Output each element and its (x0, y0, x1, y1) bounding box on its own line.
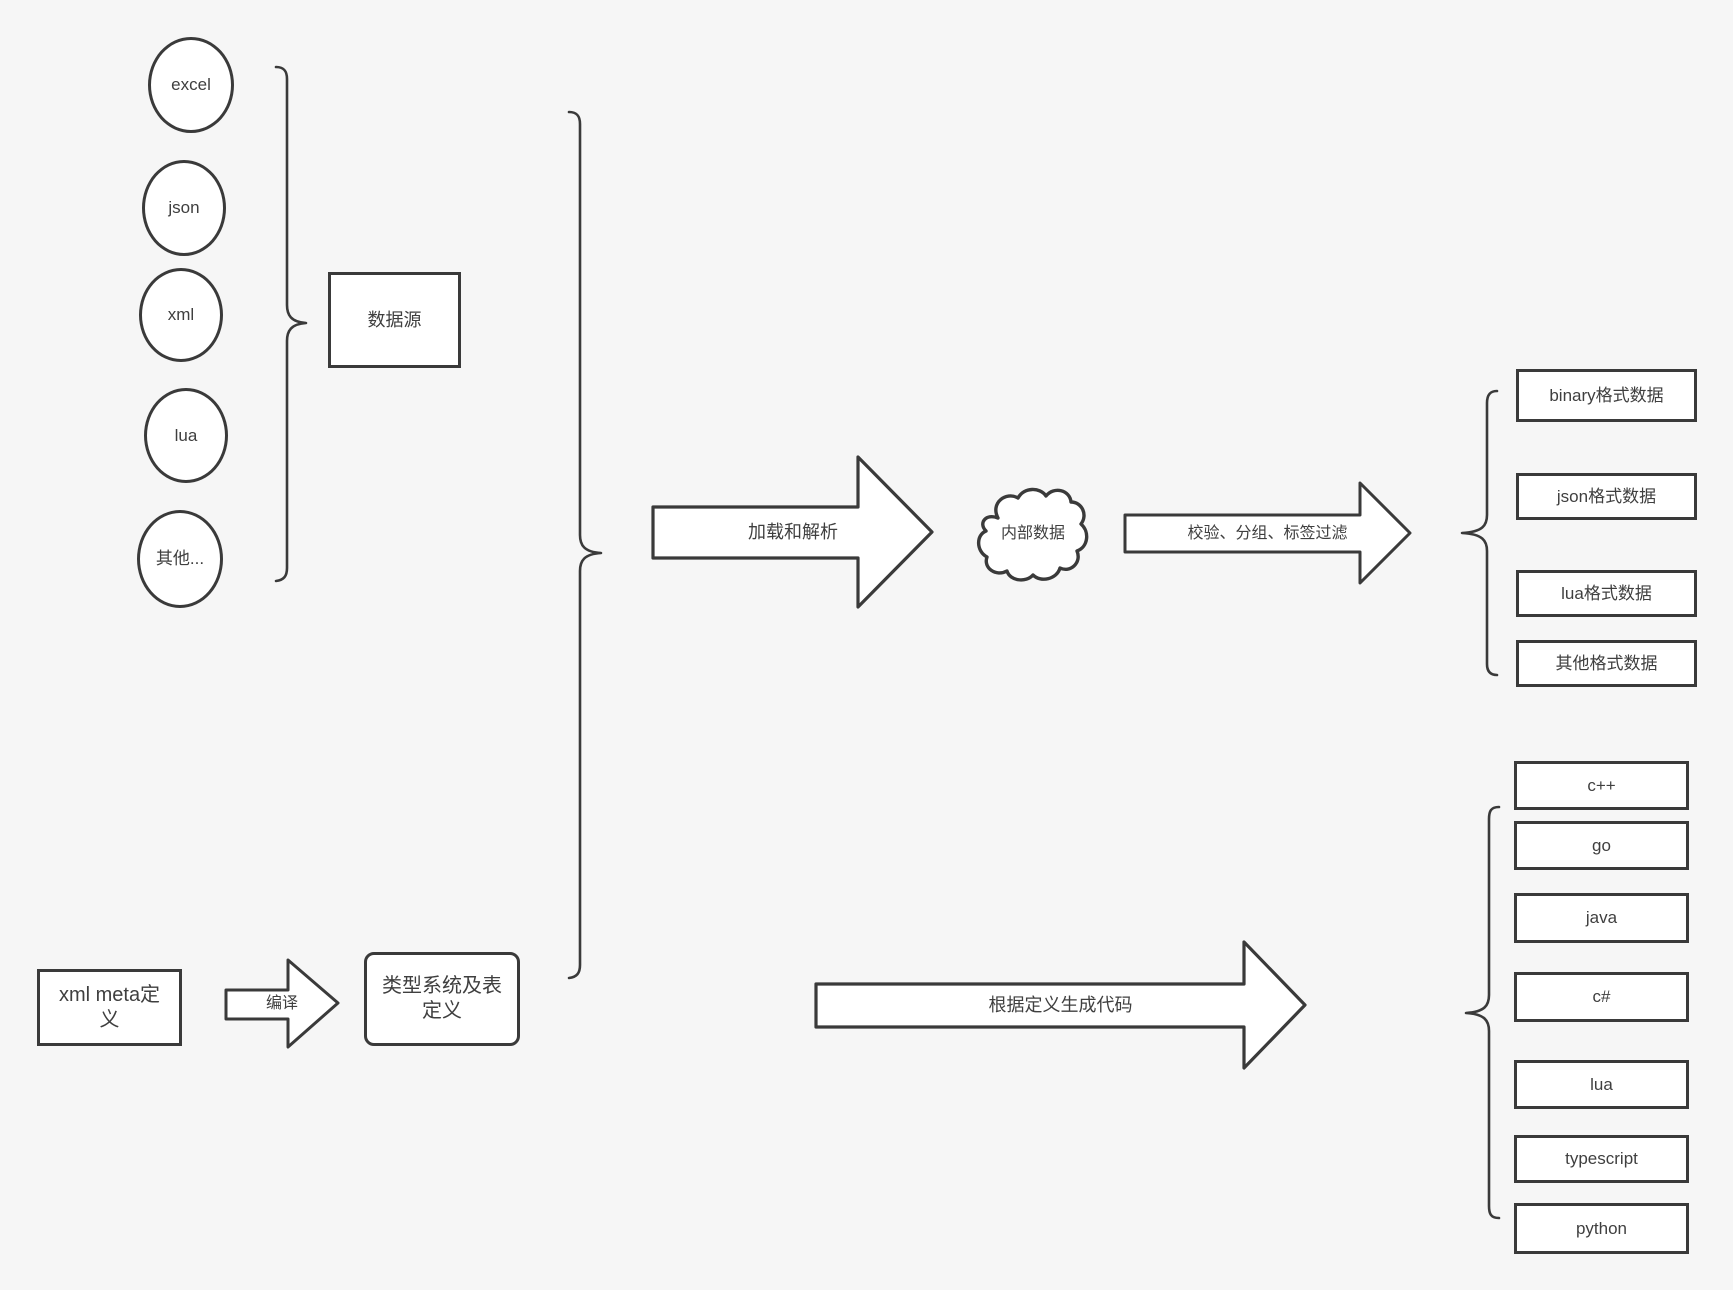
format-box-json: json格式数据 (1516, 473, 1697, 520)
language-box-csharp: c# (1514, 972, 1689, 1022)
source-node-excel: excel (148, 37, 234, 133)
data-source-box: 数据源 (328, 272, 461, 368)
compile-arrow (224, 958, 340, 1049)
language-box-typescript: typescript (1514, 1135, 1689, 1183)
language-box-lua: lua (1514, 1060, 1689, 1109)
language-box-python: python (1514, 1203, 1689, 1254)
source-node-lua: lua (144, 388, 228, 483)
source-node-other: 其他... (137, 510, 223, 608)
sources-group-brace (274, 65, 308, 583)
language-box-cpp: c++ (1514, 761, 1689, 810)
formats-group-brace (1460, 389, 1499, 677)
language-box-java: java (1514, 893, 1689, 943)
format-box-other: 其他格式数据 (1516, 640, 1697, 687)
type-system-definition-box: 类型系统及表 定义 (364, 952, 520, 1046)
format-box-binary: binary格式数据 (1516, 369, 1697, 422)
generate-code-arrow (814, 940, 1307, 1070)
internal-data-cloud (976, 487, 1089, 582)
load-parse-arrow (651, 455, 934, 609)
format-box-lua: lua格式数据 (1516, 570, 1697, 617)
xml-meta-definition-box: xml meta定 义 (37, 969, 182, 1046)
language-box-go: go (1514, 821, 1689, 870)
filter-arrow (1123, 481, 1412, 585)
languages-group-brace (1464, 805, 1501, 1220)
source-node-xml: xml (139, 268, 223, 362)
inputs-group-brace (567, 110, 603, 980)
source-node-json: json (142, 160, 226, 256)
